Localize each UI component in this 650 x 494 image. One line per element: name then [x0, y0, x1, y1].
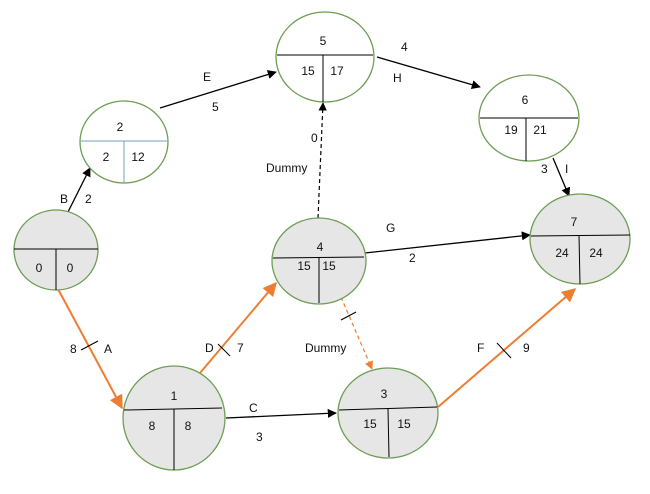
activity-f: F 9 [437, 288, 577, 408]
activity-d-label: D [205, 341, 214, 355]
activity-b-arrow [67, 167, 91, 213]
node-3-divider-v [387, 408, 390, 458]
node-6: 6 19 21 [478, 74, 580, 162]
activity-f-duration: 9 [523, 341, 530, 355]
dummy-4-5-arrow [317, 102, 327, 219]
node-7-latest: 24 [589, 246, 603, 260]
activity-h-arrow [376, 56, 481, 90]
node-7-divider-v [578, 234, 581, 285]
node-0-earliest: 0 [36, 261, 43, 275]
activity-d-arrow [199, 281, 277, 374]
node-5: 5 15 17 [275, 11, 375, 103]
node-1-latest: 8 [185, 419, 192, 433]
activity-g-label: G [386, 221, 395, 235]
activity-d-duration: 7 [237, 341, 244, 355]
activity-h-label: H [393, 71, 402, 85]
dummy-4-3-label: Dummy [305, 341, 346, 355]
edges: 8 A B 2 C 3 D 7 E 5 [57, 40, 577, 444]
activity-f-critical-mark [496, 342, 512, 359]
activity-c-duration: 3 [256, 430, 263, 444]
activity-i-arrow [552, 157, 571, 197]
node-3-label: 3 [381, 387, 388, 401]
dummy-4-3-arrow [340, 296, 373, 370]
activity-g: G 2 [364, 221, 531, 265]
node-2-latest: 12 [131, 150, 145, 164]
activity-c: C 3 [225, 401, 337, 444]
activity-c-arrow [225, 408, 337, 419]
activity-i: 3 I [541, 157, 571, 197]
activity-a-arrow [57, 288, 123, 410]
node-5-earliest: 15 [301, 64, 315, 78]
node-6-latest: 21 [533, 123, 547, 137]
activity-a-critical-mark [80, 340, 99, 351]
activity-e-duration: 5 [212, 100, 219, 114]
activity-g-arrow [364, 231, 531, 254]
activity-b-duration: 2 [85, 192, 92, 206]
nodes: 0 0 1 8 8 2 2 12 3 15 15 [13, 11, 631, 471]
activity-e-label: E [203, 70, 211, 84]
activity-e-arrow [159, 70, 277, 109]
activity-d-critical-mark [217, 343, 231, 357]
activity-d: D 7 [199, 281, 277, 374]
node-1-label: 1 [171, 389, 178, 403]
dummy-4-3-critical-mark [340, 311, 357, 321]
node-0-latest: 0 [67, 261, 74, 275]
node-4-latest: 15 [322, 259, 336, 273]
node-3: 3 15 15 [337, 367, 439, 459]
node-2: 2 2 12 [79, 100, 169, 184]
activity-h: 4 H [376, 40, 481, 90]
node-1-divider-h [123, 407, 223, 411]
activity-f-arrow [437, 288, 577, 408]
activity-a: 8 A [57, 288, 123, 410]
node-1: 1 8 8 [122, 365, 226, 471]
node-5-circle [275, 11, 375, 103]
node-3-divider-h [338, 406, 438, 411]
node-0: 0 0 [13, 209, 99, 291]
dummy-activity-4-5: 0 Dummy [266, 102, 327, 219]
node-7-earliest: 24 [555, 246, 569, 260]
activity-i-label: I [565, 162, 568, 176]
dummy-4-5-duration: 0 [311, 131, 318, 145]
activity-e: E 5 [159, 70, 277, 114]
activity-f-label: F [477, 341, 484, 355]
dummy-activity-4-3: Dummy [305, 296, 373, 370]
node-7-divider-h [530, 234, 631, 237]
dummy-4-5-label: Dummy [266, 161, 307, 175]
activity-h-duration: 4 [401, 40, 408, 54]
activity-b: B 2 [60, 167, 92, 213]
node-5-label: 5 [320, 34, 327, 48]
activity-a-label: A [104, 342, 112, 356]
activity-c-label: C [249, 401, 258, 415]
node-4: 4 15 15 [271, 217, 367, 305]
node-2-earliest: 2 [103, 150, 110, 164]
node-3-latest: 15 [397, 417, 411, 431]
node-4-label: 4 [317, 240, 324, 254]
node-6-label: 6 [522, 93, 529, 107]
node-7: 7 24 24 [529, 193, 631, 285]
node-5-latest: 17 [330, 64, 344, 78]
activity-i-duration: 3 [541, 162, 548, 176]
node-6-earliest: 19 [504, 123, 518, 137]
activity-b-label: B [60, 192, 68, 206]
node-1-earliest: 8 [149, 419, 156, 433]
activity-a-duration: 8 [70, 342, 77, 356]
activity-g-duration: 2 [409, 251, 416, 265]
node-2-label: 2 [117, 120, 124, 134]
node-3-earliest: 15 [363, 417, 377, 431]
node-7-label: 7 [571, 215, 578, 229]
node-4-earliest: 15 [297, 259, 311, 273]
